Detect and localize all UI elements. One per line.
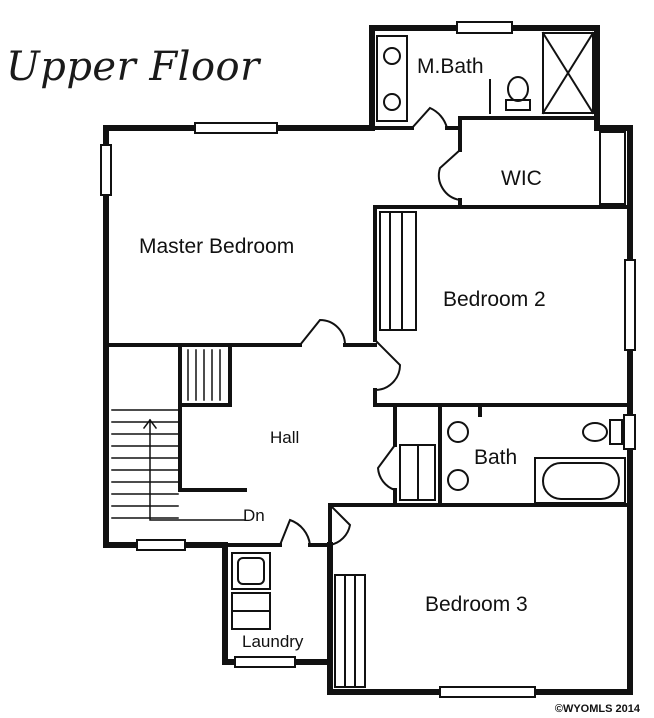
stairs	[111, 349, 246, 521]
room-label-bedroom-2: Bedroom 2	[443, 288, 546, 311]
closets	[334, 131, 626, 688]
windows	[100, 21, 636, 698]
room-label-wic: WIC	[501, 167, 542, 190]
room-label-mbath: M.Bath	[417, 55, 484, 78]
mbath-fixtures	[376, 31, 595, 122]
room-label-hall: Hall	[270, 428, 300, 447]
room-label-bath: Bath	[474, 446, 518, 469]
bath-fixtures	[447, 419, 626, 504]
outer-walls	[103, 25, 633, 695]
stair-down-label: Dn	[243, 506, 265, 525]
interior-walls	[104, 116, 632, 547]
doors	[278, 106, 462, 547]
copyright-notice: ©WYOMLS 2014	[554, 703, 640, 715]
floor-title: Upper Floor	[6, 44, 260, 90]
room-label-bedroom-3: Bedroom 3	[425, 593, 528, 616]
room-label-laundry: Laundry	[242, 632, 304, 651]
laundry-fixtures	[231, 552, 271, 630]
room-label-master-bedroom: Master Bedroom	[139, 235, 295, 258]
